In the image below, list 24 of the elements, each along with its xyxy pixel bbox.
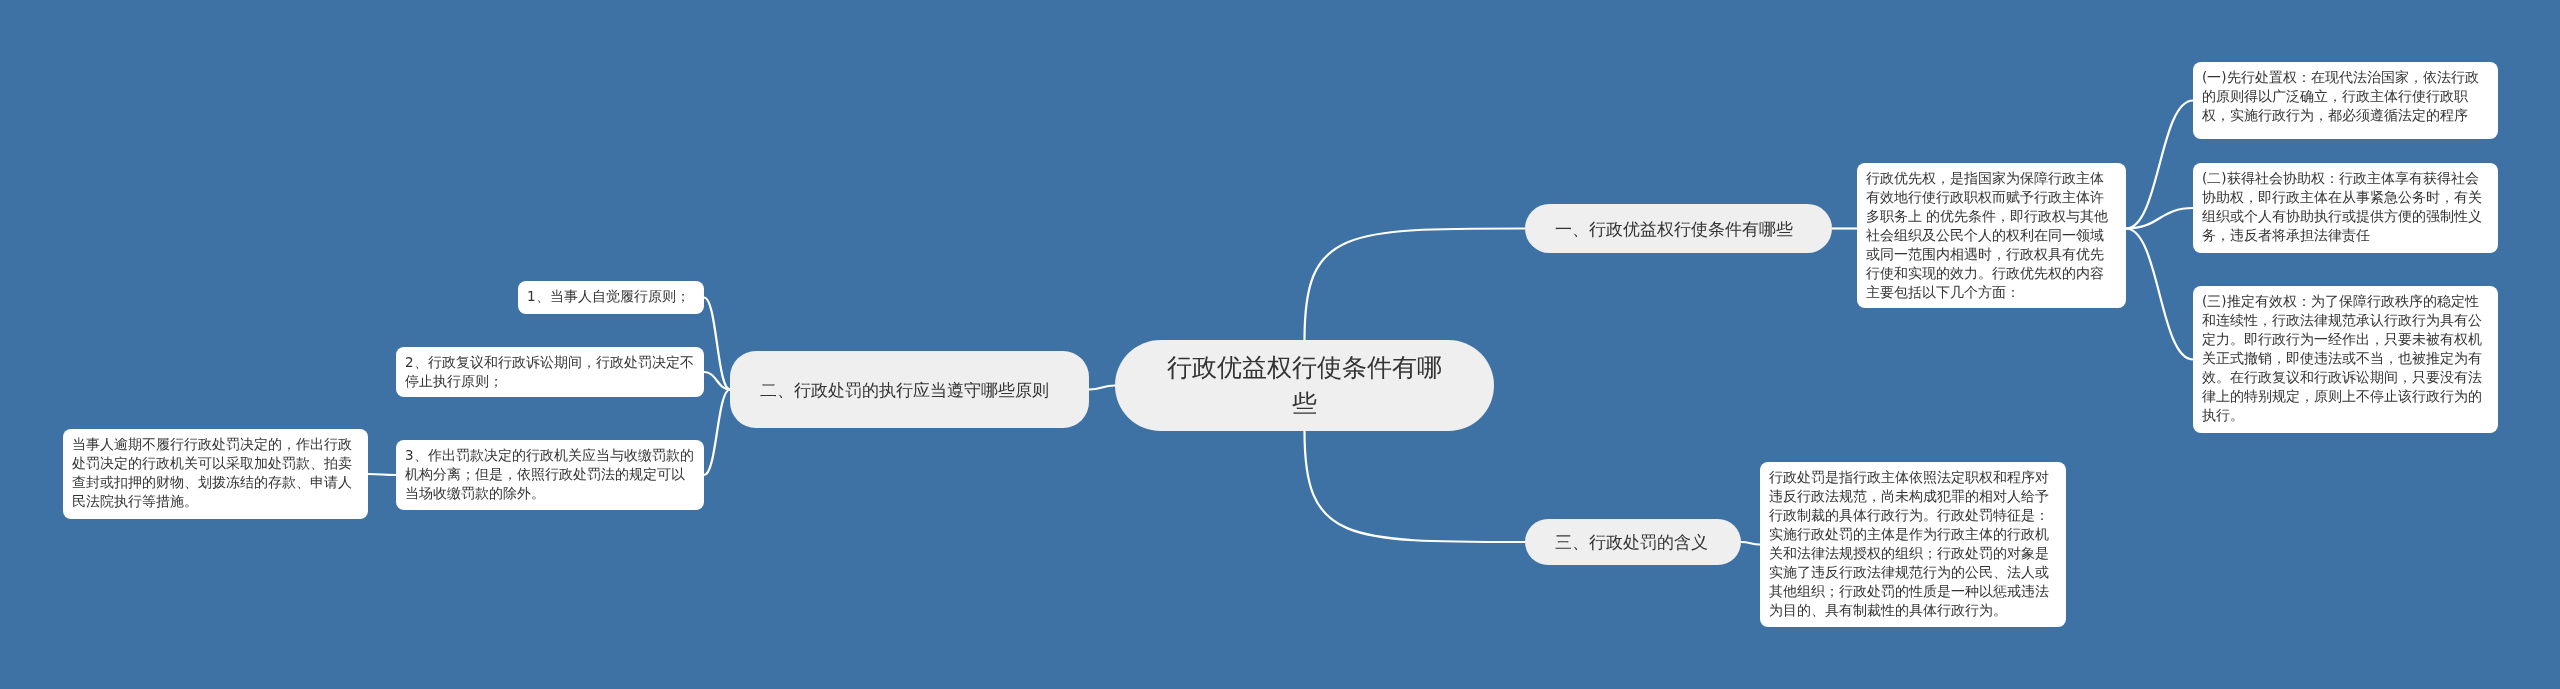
connector-line	[703, 388, 731, 476]
note-box: 2、行政复议和行政诉讼期间，行政处罚决定不停止执行原则；	[396, 347, 704, 397]
topic-box: 三、行政处罚的含义	[1525, 519, 1741, 565]
connector-line	[703, 370, 731, 391]
connector-line	[368, 472, 396, 477]
note-box: (一)先行处置权：在现代法治国家，依法行政的原则得以广泛确立，行政主体行使行政职权，实施行政行为，都必须遵循法定的程序	[2193, 62, 2498, 139]
connector-line	[2125, 206, 2194, 230]
note-box: (二)获得社会协助权：行政主体享有获得社会协助权，即行政主体在从事紧急公务时，有关组织或个人有协助执行或提供方便的强制性义务，违反者将承担法律责任	[2193, 163, 2498, 253]
connector-line	[1088, 384, 1116, 391]
connector-line	[1303, 227, 1525, 341]
note-box: 行政处罚是指行政主体依照法定职权和程序对违反行政法规范，尚未构成犯罪的相对人给予行政制裁的具体行政行为。行政处罚特征是：实施行政处罚的主体是作为行政主体的行政机关和法律法规授权的组织；行政处罚的对象是实施了违反行政法律规范行为的公民、法人或其他组织；行政处罚的性质是一种以惩戒违法为目的、具有制裁性的具体行政行为。	[1760, 462, 2066, 627]
connector-line	[1832, 227, 1857, 230]
note-box: 3、作出罚款决定的行政机关应当与收缴罚款的机构分离；但是，依照行政处罚法的规定可以当场收缴罚款的除外。	[396, 440, 704, 510]
connector-line	[1740, 540, 1761, 546]
note-box: (三)推定有效权：为了保障行政秩序的稳定性和连续性，行政法律规范承认行政行为具有公定力。即行政行为一经作出，只要未被有权机关正式撤销，即使违法或不当，也被推定为有效。在行政复议和行政诉讼期间，只要没有法律上的特别规定，原则上不停止该行政行为的执行。	[2193, 286, 2498, 433]
note-box: 行政优先权，是指国家为保障行政主体有效地行使行政职权而赋予行政主体许多职务上 的优先条件，即行政权与其他社会组织及公民个人的权利在同一领域或同一范围内相遇时，行政权具有优先行使和实现的效力。行政优先权的内容主要包括以下几个方面：	[1857, 163, 2126, 308]
topic-box: 二、行政处罚的执行应当遵守哪些原则	[730, 351, 1089, 428]
note-box: 当事人逾期不履行行政处罚决定的，作出行政处罚决定的行政机关可以采取加处罚款、拍卖查封或扣押的财物、划拨冻结的存款、申请人民法院执行等措施。	[63, 429, 368, 519]
connector-line	[703, 296, 731, 391]
connector-line	[1303, 430, 1525, 544]
topic-box: 一、行政优益权行使条件有哪些	[1525, 204, 1832, 253]
connector-line	[2125, 227, 2194, 361]
central-topic: 行政优益权行使条件有哪些	[1115, 340, 1494, 431]
note-box: 1、当事人自觉履行原则；	[518, 281, 704, 314]
